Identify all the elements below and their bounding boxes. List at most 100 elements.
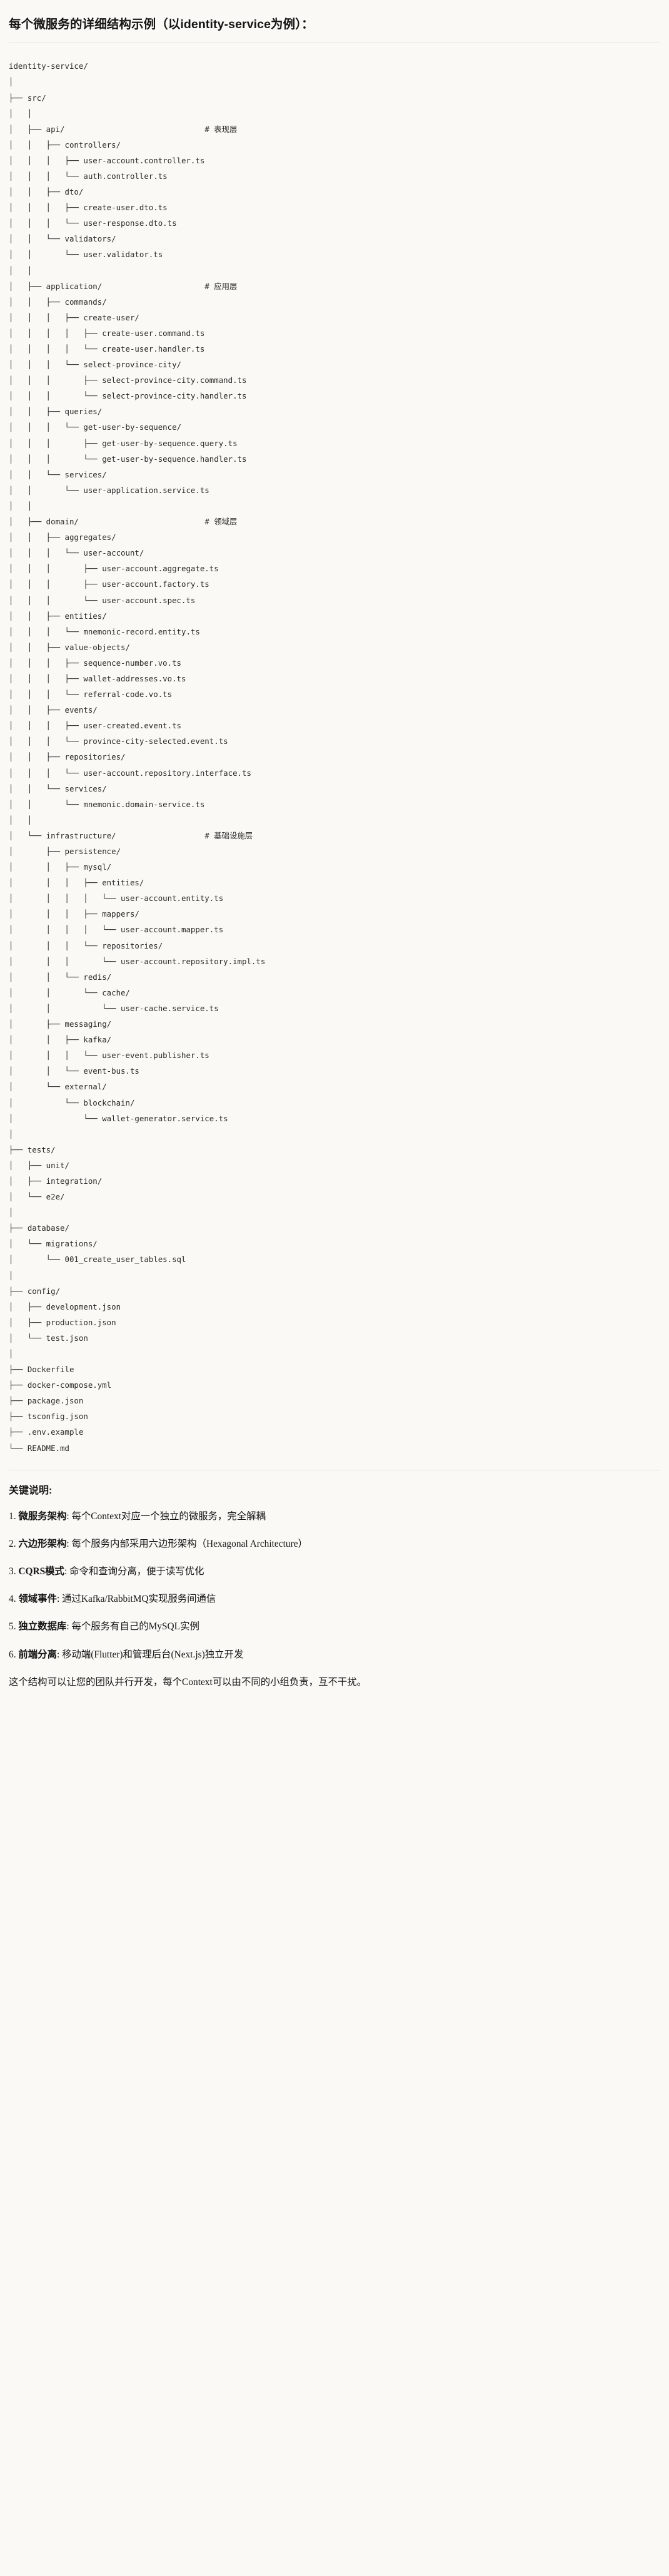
document-page: 每个微服务的详细结构示例（以identity-service为例）： ident…	[9, 18, 660, 1688]
key-point-item: 3. CQRS模式: 命令和查询分离，便于读写优化	[9, 1564, 660, 1579]
key-point-description: 通过Kafka/RabbitMQ实现服务间通信	[62, 1594, 216, 1605]
tree-line: │ │ │ │ └── user-account.mapper.ts	[9, 925, 224, 935]
key-point-separator: :	[66, 1539, 72, 1550]
key-point-description: 命令和查询分离，便于读写优化	[69, 1566, 204, 1577]
tree-line: │ │ │ └── user-account/	[9, 548, 144, 558]
key-point-number: 5.	[9, 1621, 19, 1632]
key-points-list: 1. 微服务架构: 每个Context对应一个独立的微服务，完全解耦 2. 六边形…	[9, 1509, 660, 1662]
tree-line: │ ├── production.json	[9, 1317, 116, 1327]
tree-line: │ └── infrastructure/ # 基础设施层	[9, 830, 253, 840]
tree-line: │ │ │ │ ├── create-user.command.ts	[9, 328, 205, 338]
tree-line: │	[9, 1270, 14, 1280]
tree-line: │ │ │ ├── select-province-city.command.t…	[9, 375, 247, 385]
tree-line: │ └── migrations/	[9, 1239, 98, 1249]
tree-line: │ │ ├── entities/	[9, 611, 107, 621]
tree-line: │ │ ├── repositories/	[9, 752, 126, 762]
tree-line: ├── database/	[9, 1223, 69, 1233]
tree-line: │ │	[9, 815, 33, 825]
tree-line: │ │ └── user-application.service.ts	[9, 485, 209, 495]
key-point-item: 2. 六边形架构: 每个服务内部采用六边形架构（Hexagonal Archit…	[9, 1537, 660, 1551]
tree-line: identity-service/	[9, 61, 88, 71]
key-point-item: 5. 独立数据库: 每个服务有自己的MySQL实例	[9, 1619, 660, 1634]
tree-line: │ └── test.json	[9, 1333, 88, 1343]
tree-line: │ │ │ │ └── create-user.handler.ts	[9, 344, 205, 354]
tree-layer-comment: # 表现层	[204, 124, 238, 134]
page-title: 每个微服务的详细结构示例（以identity-service为例）：	[9, 18, 314, 31]
tree-line: │ │ │ └── province-city-selected.event.t…	[9, 736, 228, 746]
tree-line: │ │ └── redis/	[9, 972, 112, 982]
tree-line: │ │ │ ├── get-user-by-sequence.query.ts	[9, 438, 238, 448]
tree-line: │ ├── unit/	[9, 1160, 69, 1170]
directory-tree-code-block: identity-service/│├── src/│ ││ ├── api/ …	[9, 43, 660, 1469]
tree-line: │ │ ├── kafka/	[9, 1035, 112, 1045]
key-point-description: 每个Context对应一个独立的微服务，完全解耦	[71, 1511, 266, 1522]
tree-line: │ │ │ └── user-account.repository.impl.t…	[9, 956, 266, 966]
tree-layer-comment: # 基础设施层	[204, 830, 253, 840]
tree-line: │ │ │ ├── user-account.factory.ts	[9, 579, 209, 589]
tree-line: │ │ ├── commands/	[9, 297, 107, 307]
key-point-description: 每个服务有自己的MySQL实例	[71, 1621, 199, 1632]
key-point-term: CQRS模式	[18, 1566, 64, 1577]
key-point-number: 3.	[9, 1566, 19, 1577]
key-point-term: 微服务架构	[18, 1511, 67, 1522]
tree-line: │ ├── persistence/	[9, 847, 121, 856]
tree-line: └── README.md	[9, 1443, 69, 1453]
tree-line: │ │ │ └── referral-code.vo.ts	[9, 690, 173, 700]
tree-line: │ └── external/	[9, 1082, 107, 1092]
tree-line: │ │ │ └── user-response.dto.ts	[9, 218, 177, 228]
tree-line: │ │ │ ├── entities/	[9, 878, 144, 888]
tree-line: │ │ └── services/	[9, 469, 107, 479]
tree-line: │ │ └── cache/	[9, 987, 130, 997]
closing-paragraph: 这个结构可以让您的团队并行开发，每个Context可以由不同的小组负责，互不干扰…	[9, 1676, 367, 1688]
tree-line: │ │ ├── queries/	[9, 407, 103, 417]
tree-line: ├── src/	[9, 93, 46, 103]
key-point-number: 4.	[9, 1594, 19, 1605]
tree-line: │ │ ├── events/	[9, 705, 98, 715]
key-point-item: 4. 领域事件: 通过Kafka/RabbitMQ实现服务间通信	[9, 1592, 660, 1606]
key-point-term: 前端分离	[18, 1649, 57, 1660]
tree-line: │ └── 001_create_user_tables.sql	[9, 1255, 186, 1265]
tree-line: │ │ │ ├── wallet-addresses.vo.ts	[9, 673, 186, 683]
tree-line: │ │ │ └── select-province-city/	[9, 360, 182, 370]
tree-line: │ │ │ ├── mappers/	[9, 909, 139, 919]
tree-line: │ │ ├── dto/	[9, 187, 84, 197]
tree-line: │ ├── application/ # 应用层	[9, 281, 238, 291]
tree-line: │ │ ├── aggregates/	[9, 532, 116, 542]
tree-line: │ │ │ ├── user-account.controller.ts	[9, 155, 205, 165]
tree-line: │ ├── domain/ # 领域层	[9, 517, 238, 527]
tree-line: │ │	[9, 265, 33, 275]
key-point-description: 每个服务内部采用六边形架构（Hexagonal Architecture）	[71, 1539, 308, 1550]
tree-line: ├── Dockerfile	[9, 1365, 74, 1375]
key-point-separator: :	[66, 1511, 72, 1522]
tree-line: │	[9, 1208, 14, 1218]
key-point-separator: :	[56, 1594, 63, 1605]
tree-line: │ │ └── user-cache.service.ts	[9, 1003, 219, 1013]
key-point-term: 独立数据库	[18, 1621, 67, 1632]
tree-line: ├── package.json	[9, 1396, 84, 1406]
key-point-item: 1. 微服务架构: 每个Context对应一个独立的微服务，完全解耦	[9, 1509, 660, 1524]
key-point-separator: :	[66, 1621, 72, 1632]
tree-line: │ └── wallet-generator.service.ts	[9, 1113, 228, 1123]
tree-line: │ │ │ └── select-province-city.handler.t…	[9, 391, 247, 401]
tree-line: │ ├── integration/	[9, 1176, 103, 1186]
tree-line: │ │ └── mnemonic.domain-service.ts	[9, 799, 205, 809]
key-point-term: 六边形架构	[18, 1539, 67, 1550]
tree-line: │ │ │ ├── create-user.dto.ts	[9, 203, 168, 213]
tree-line: │ │ │ └── get-user-by-sequence.handler.t…	[9, 454, 247, 464]
tree-line: │ ├── messaging/	[9, 1019, 112, 1029]
tree-line: │ │ ├── value-objects/	[9, 642, 130, 652]
tree-line: │ │ │ └── mnemonic-record.entity.ts	[9, 626, 200, 636]
tree-layer-comment: # 应用层	[204, 281, 238, 291]
tree-line: │	[9, 77, 14, 87]
tree-line: │ │ │ ├── user-created.event.ts	[9, 721, 182, 731]
tree-line: │ └── e2e/	[9, 1192, 65, 1202]
tree-line: │	[9, 1349, 14, 1358]
tree-line: │ │ └── user.validator.ts	[9, 250, 163, 260]
tree-line: ├── config/	[9, 1286, 61, 1296]
tree-line: │ │ └── validators/	[9, 234, 116, 244]
key-point-description: 移动端(Flutter)和管理后台(Next.js)独立开发	[62, 1649, 244, 1660]
tree-line: │ ├── development.json	[9, 1301, 121, 1311]
tree-line: │ │	[9, 108, 33, 118]
key-point-number: 1.	[9, 1511, 19, 1522]
tree-line: │ │ │ ├── user-account.aggregate.ts	[9, 564, 219, 574]
